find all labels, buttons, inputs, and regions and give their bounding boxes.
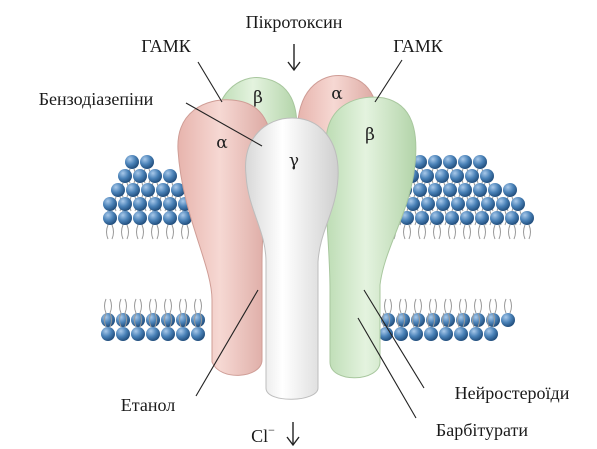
label-barbiturates: Барбітурати bbox=[436, 420, 529, 440]
subunit-label-gamma: γ bbox=[289, 151, 299, 171]
leader-gaba-left bbox=[198, 62, 222, 102]
label-benzodiazepines: Бензодіазепіни bbox=[39, 89, 154, 109]
subunit-label-front-alpha: α bbox=[216, 133, 228, 153]
subunit-label-front-beta: β bbox=[365, 125, 375, 145]
picrotoxin-arrow bbox=[288, 44, 300, 70]
label-gaba-right: ГАМК bbox=[393, 36, 443, 56]
chloride-arrow bbox=[287, 422, 299, 445]
label-gaba-left: ГАМК bbox=[141, 36, 191, 56]
subunit-label-back-beta: β bbox=[253, 88, 263, 108]
label-neurosteroids: Нейростероїди bbox=[455, 383, 570, 403]
label-picrotoxin: Пікротоксин bbox=[246, 12, 343, 32]
label-chloride: Cl− bbox=[251, 423, 275, 446]
label-ethanol: Етанол bbox=[121, 395, 175, 415]
leader-gaba-right bbox=[375, 60, 402, 102]
subunit-label-back-alpha: α bbox=[331, 84, 343, 104]
